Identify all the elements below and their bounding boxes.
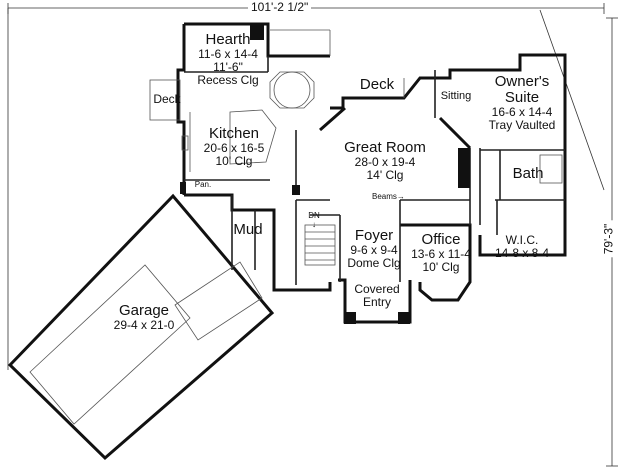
room-name: Garage bbox=[118, 302, 170, 319]
room-wic: W.I.C. 14-8 x 8-4 bbox=[490, 234, 554, 260]
room-ceiling: 14' Clg bbox=[366, 168, 404, 183]
room-sitting: Sitting bbox=[440, 90, 472, 102]
room-name-line2: Entry bbox=[362, 294, 391, 309]
room-deck-main: Deck bbox=[359, 76, 395, 93]
room-size: 11-6 x 14-4 bbox=[198, 47, 258, 62]
room-size: 20-6 x 16-5 bbox=[203, 141, 265, 156]
room-ceiling: 11'-6" bbox=[213, 60, 243, 75]
fixtures bbox=[29, 29, 563, 425]
room-name: Covered bbox=[354, 282, 400, 296]
room-pantry: Pan. bbox=[194, 180, 212, 189]
room-bath: Bath bbox=[512, 165, 544, 182]
room-name: Great Room bbox=[344, 139, 426, 156]
arrow-down-icon: ↓ bbox=[312, 219, 316, 229]
room-great-room: Great Room 28-0 x 19-4 14' Clg bbox=[335, 139, 435, 183]
room-owners-suite: Owner's Suite 16-6 x 14-4 Tray Vaulted bbox=[482, 73, 562, 133]
room-name: Foyer bbox=[354, 227, 394, 244]
room-size: 13-6 x 11-4 bbox=[411, 247, 471, 262]
room-name: Owner's bbox=[494, 73, 550, 90]
room-kitchen: Kitchen 20-6 x 16-5 10' Clg bbox=[196, 125, 272, 169]
room-size: 14-8 x 8-4 bbox=[494, 245, 550, 260]
room-name: Kitchen bbox=[208, 125, 260, 142]
room-size: 29-4 x 21-0 bbox=[113, 318, 175, 333]
room-ceiling: 10' Clg bbox=[215, 154, 253, 169]
room-size: 28-0 x 19-4 bbox=[354, 155, 416, 170]
stair-down-text: DN bbox=[308, 211, 320, 220]
room-note: Tray Vaulted bbox=[488, 118, 556, 133]
room-ceiling: 10' Clg bbox=[422, 260, 460, 275]
room-size: 9-6 x 9-4 bbox=[350, 243, 398, 258]
beams-note: Beams→ bbox=[372, 192, 405, 202]
room-ceiling: Dome Clg bbox=[347, 256, 401, 271]
room-size: 16-6 x 14-4 bbox=[491, 105, 553, 120]
room-name: W.I.C. bbox=[505, 233, 539, 247]
room-foyer: Foyer 9-6 x 9-4 Dome Clg bbox=[344, 227, 404, 271]
stair-down-label: DN ↓ bbox=[306, 211, 322, 229]
room-office: Office 13-6 x 11-4 10' Clg bbox=[408, 231, 474, 275]
room-name: Office bbox=[421, 231, 461, 248]
room-deck-left: Deck bbox=[153, 92, 181, 106]
room-hearth: Hearth 11-6 x 14-4 11'-6" Recess Clg bbox=[190, 31, 266, 88]
overall-width-label: 101'-2 1/2" bbox=[248, 0, 312, 14]
columns bbox=[180, 24, 470, 324]
room-covered-entry: Covered Entry bbox=[348, 283, 406, 309]
arrow-right-icon: → bbox=[396, 192, 405, 201]
overall-depth-label: 79'-3" bbox=[601, 220, 616, 258]
room-name-line2: Suite bbox=[504, 89, 540, 107]
room-mud: Mud bbox=[233, 221, 263, 238]
room-name: Hearth bbox=[205, 31, 251, 48]
beams-label: Beams bbox=[372, 192, 397, 201]
room-note: Recess Clg bbox=[197, 73, 259, 88]
room-garage: Garage 29-4 x 21-0 bbox=[96, 302, 192, 333]
